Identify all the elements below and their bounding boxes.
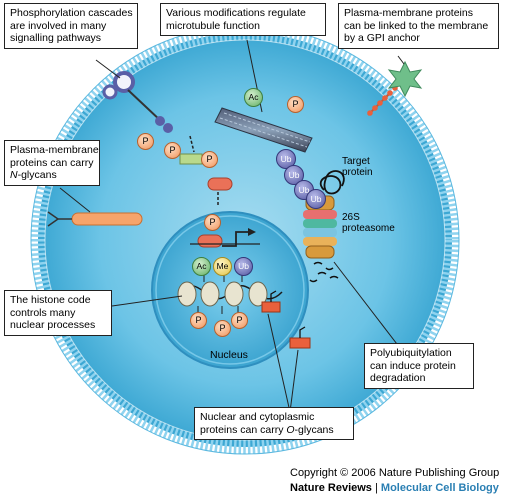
label-line: Various modifications regulate	[166, 7, 306, 19]
label-line: Nuclear and cytoplasmic	[200, 411, 315, 423]
proteasome-label-line: proteasome	[342, 223, 395, 234]
label-italic: O	[286, 423, 295, 436]
ac-label: Ac	[248, 92, 259, 102]
label-line: can induce protein	[370, 359, 456, 372]
label-text: -glycans	[17, 169, 57, 181]
label-line: The histone code	[10, 294, 91, 306]
p-label: P	[236, 315, 243, 325]
mod-ball-p: P	[287, 96, 304, 113]
target-protein-label: Target protein	[342, 156, 373, 178]
ub-ball: Ub	[234, 257, 253, 276]
mod-ball-p: P	[214, 320, 231, 337]
me-label: Me	[216, 261, 229, 271]
microtubule-label: Various modifications regulate microtubu…	[160, 3, 326, 36]
label-line: controls many	[10, 306, 76, 319]
label-line: by a GPI anchor	[344, 32, 420, 44]
label-line: proteins can carry O-glycans	[200, 424, 348, 437]
ub-label: Ub	[310, 194, 322, 204]
label-line: N-glycans	[10, 169, 94, 182]
ub-label: Ub	[280, 154, 292, 164]
o-glycan-label: Nuclear and cytoplasmic proteins can car…	[194, 407, 354, 440]
p-label: P	[169, 145, 176, 155]
gpi-anchor-label: Plasma-membrane proteins can be linked t…	[338, 3, 499, 49]
label-line: Phosphorylation cascades	[10, 7, 133, 19]
label-italic: N	[10, 169, 18, 181]
journal-section: Molecular Cell Biology	[380, 482, 499, 494]
nucleus-label: Nucleus	[210, 349, 248, 361]
label-line: are involved in many	[10, 19, 107, 32]
o-glycan-protein-nucleus	[289, 326, 311, 349]
p-label: P	[195, 315, 202, 325]
separator: |	[371, 482, 381, 494]
peptide-fragments	[309, 261, 339, 283]
phosphorylation-label: Phosphorylation cascades are involved in…	[4, 3, 138, 49]
p-label: P	[292, 99, 299, 109]
mod-ball-me: Me	[213, 257, 232, 276]
microtubule	[214, 107, 313, 153]
mod-ball-p: P	[137, 133, 154, 150]
mod-ball-ac: Ac	[244, 88, 263, 107]
label-line: signalling pathways	[10, 32, 102, 44]
copyright-line: Copyright © 2006 Nature Publishing Group	[290, 467, 500, 479]
target-protein	[319, 170, 345, 195]
gpi-anchor	[367, 60, 423, 116]
o-glycan-protein-cytoplasm	[261, 290, 281, 313]
mod-ball-p: P	[204, 214, 221, 231]
chromatin	[177, 274, 283, 314]
journal-line: Nature Reviews | Molecular Cell Biology	[290, 482, 499, 494]
journal-name: Nature Reviews	[290, 482, 372, 494]
p-label: P	[142, 136, 149, 146]
proteasome-label: 26S proteasome	[342, 212, 395, 234]
label-line: can be linked to the membrane	[344, 19, 489, 32]
p-label: P	[209, 217, 216, 227]
n-glycan-protein	[47, 211, 143, 227]
proteasome-label-line: 26S	[342, 212, 360, 223]
histone-code-label: The histone code controls many nuclear p…	[4, 290, 112, 336]
polyubiquitylation-label: Polyubiquitylation can induce protein de…	[364, 343, 474, 389]
label-line: nuclear processes	[10, 319, 96, 331]
ub-label: Ub	[288, 170, 300, 180]
label-line: proteins can carry	[10, 156, 94, 169]
mod-ball-p: P	[231, 312, 248, 329]
label-line: microtubule function	[166, 19, 260, 32]
target-label-line: protein	[342, 167, 373, 178]
label-line: degradation	[370, 372, 426, 384]
n-glycan-label: Plasma-membrane proteins can carry N-gly…	[4, 140, 100, 186]
leader-lines	[59, 39, 405, 413]
label-text: proteins can carry	[200, 423, 287, 436]
p-label: P	[219, 323, 226, 333]
p-label: P	[206, 154, 213, 164]
label-text: -glycans	[294, 423, 334, 436]
mod-ball-p: P	[201, 151, 218, 168]
label-line: Plasma-membrane	[10, 144, 99, 156]
kinase-cascade	[179, 135, 260, 248]
target-label-line: Target	[342, 156, 370, 167]
ub-label: Ub	[298, 185, 310, 195]
label-line: Plasma-membrane proteins	[344, 7, 473, 19]
mod-ball-p: P	[164, 142, 181, 159]
label-line: Polyubiquitylation	[370, 347, 452, 359]
ub-label: Ub	[238, 261, 249, 271]
ub-ball: Ub	[306, 189, 326, 209]
ac-label: Ac	[196, 261, 207, 271]
mod-ball-ac: Ac	[192, 257, 211, 276]
mod-ball-p: P	[190, 312, 207, 329]
